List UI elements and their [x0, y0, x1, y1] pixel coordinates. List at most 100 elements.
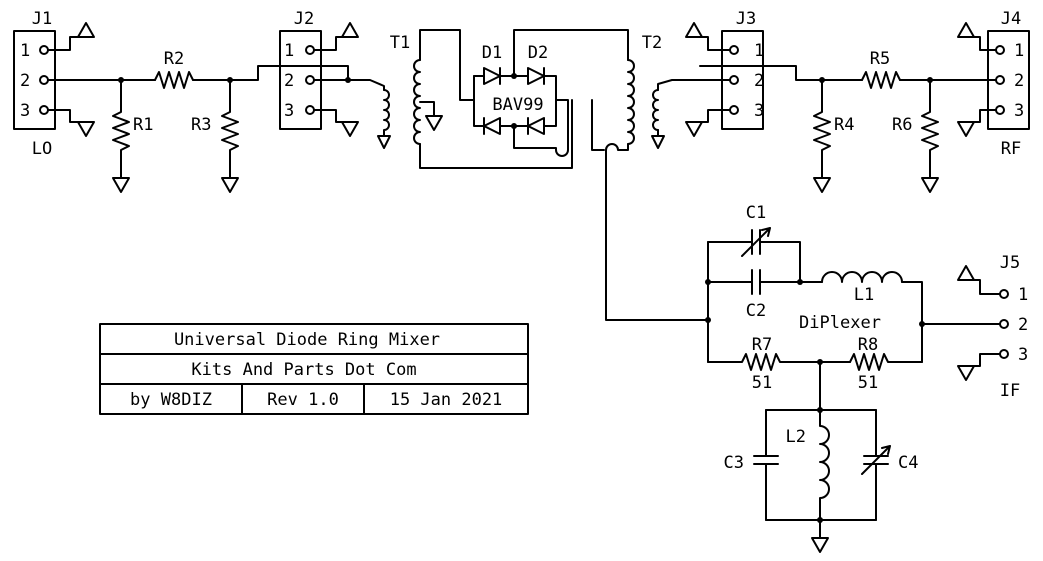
r3-ref: R3	[191, 115, 211, 135]
ground-icon-j4	[957, 121, 975, 137]
diode-d1-top	[483, 67, 501, 85]
inductor-l1	[821, 271, 903, 283]
title-block-title: Universal Diode Ring Mixer	[174, 330, 440, 350]
j4-name: RF	[1001, 139, 1021, 159]
resistor-r2	[154, 71, 194, 89]
d2-ref: D2	[528, 43, 548, 63]
resistor-r3	[221, 79, 239, 179]
resistor-r5	[861, 71, 901, 89]
ground-icon-r1	[112, 177, 130, 193]
j2-pin3-label: 3	[284, 101, 294, 121]
c1-ref: C1	[746, 203, 766, 223]
capacitor-c2	[707, 269, 823, 295]
title-block-company: Kits And Parts Dot Com	[191, 360, 416, 380]
r5-ref: R5	[870, 49, 890, 69]
t1-primary-coil	[383, 89, 390, 137]
j4-pin3-label: 3	[1014, 101, 1024, 121]
j5-name: IF	[1000, 381, 1020, 401]
j3-pin2	[729, 75, 739, 85]
j5-pin3	[999, 349, 1009, 359]
inductor-l2	[819, 409, 830, 521]
j3-pin3-label: 3	[754, 101, 764, 121]
ground-icon-r6	[921, 177, 939, 193]
diode-part: BAV99	[492, 95, 543, 115]
c2-ref: C2	[746, 301, 766, 321]
ground-icon-r4	[813, 177, 831, 193]
j4-pin2-label: 2	[1014, 71, 1024, 91]
c4-adjust-arrow	[861, 445, 891, 475]
j5-pin3-label: 3	[1018, 345, 1028, 365]
resistor-r6	[921, 79, 939, 179]
ground-icon-j2	[341, 121, 359, 137]
j4-pin2	[995, 75, 1005, 85]
j1-pin3	[39, 105, 49, 115]
j1-pin2	[39, 75, 49, 85]
r7-ref: R7	[752, 335, 772, 355]
capacitor-c3	[753, 409, 779, 521]
capacitor-c1	[707, 229, 801, 283]
j5-ref: J5	[1000, 253, 1020, 273]
resistor-r7	[707, 353, 851, 371]
j5-pin1	[999, 289, 1009, 299]
j3-pin1-label: 1	[754, 41, 764, 61]
ground-icon-tank	[811, 537, 829, 553]
transformer-t2: T2	[627, 33, 662, 145]
r7-value: 51	[752, 373, 772, 393]
r4-ref: R4	[834, 115, 854, 135]
ground-icon-t1-primary	[377, 135, 391, 149]
ground-icon-j1	[77, 121, 95, 137]
j3-pin1	[729, 45, 739, 55]
power-icon-j4	[957, 22, 975, 38]
j2-ref: J2	[294, 9, 314, 29]
j5-pin2-label: 2	[1018, 315, 1028, 335]
r8-ref: R8	[858, 335, 878, 355]
ground-icon-j3	[685, 121, 703, 137]
j1-name: LO	[32, 139, 52, 159]
transformer-t1: T1	[390, 33, 421, 145]
j3-ref: J3	[736, 9, 756, 29]
t2-secondary-coil	[652, 89, 659, 131]
r6-ref: R6	[892, 115, 912, 135]
power-icon-j2	[341, 22, 359, 38]
c4-ref: C4	[898, 453, 918, 473]
t2-primary-coil	[627, 59, 635, 145]
diode-d1-bottom	[483, 117, 501, 135]
j4-pin1-label: 1	[1014, 41, 1024, 61]
capacitor-c4	[863, 409, 889, 521]
connector-j5: J5 IF 1 2 3	[999, 253, 1028, 401]
t2-ref: T2	[642, 33, 662, 53]
diode-d2-top	[527, 67, 545, 85]
connector-j1: J1 LO 1 2 3	[13, 9, 56, 159]
power-icon-j3	[685, 22, 703, 38]
j1-pin2-label: 2	[20, 71, 30, 91]
power-icon-j5	[957, 265, 975, 281]
t1-ref: T1	[390, 33, 410, 53]
r2-ref: R2	[164, 49, 184, 69]
title-block-author: by W8DIZ	[130, 390, 212, 410]
j2-pin2	[305, 75, 315, 85]
j2-pin1-label: 1	[284, 41, 294, 61]
power-icon-j1	[77, 22, 95, 38]
resistor-r8	[849, 353, 923, 371]
r1-ref: R1	[133, 115, 153, 135]
ground-icon-r3	[221, 177, 239, 193]
diode-d2-bottom	[527, 117, 545, 135]
j4-pin3	[995, 105, 1005, 115]
ground-icon-j5	[957, 365, 975, 381]
c3-ref: C3	[724, 453, 744, 473]
j4-ref: J4	[1001, 9, 1021, 29]
connector-j4: J4 RF 1 2 3	[987, 9, 1030, 159]
j5-pin1-label: 1	[1018, 285, 1028, 305]
title-block: Universal Diode Ring Mixer Kits And Part…	[99, 323, 529, 415]
title-block-revision: Rev 1.0	[267, 390, 339, 410]
ground-icon-t1-center	[425, 115, 443, 131]
resistor-r1	[112, 79, 130, 179]
resistor-r4	[813, 79, 831, 179]
j1-pin3-label: 3	[20, 101, 30, 121]
c1-adjust-arrow	[741, 227, 771, 257]
j2-pin2-label: 2	[284, 71, 294, 91]
j1-ref: J1	[32, 9, 52, 29]
j2-pin3	[305, 105, 315, 115]
j3-pin2-label: 2	[754, 71, 764, 91]
